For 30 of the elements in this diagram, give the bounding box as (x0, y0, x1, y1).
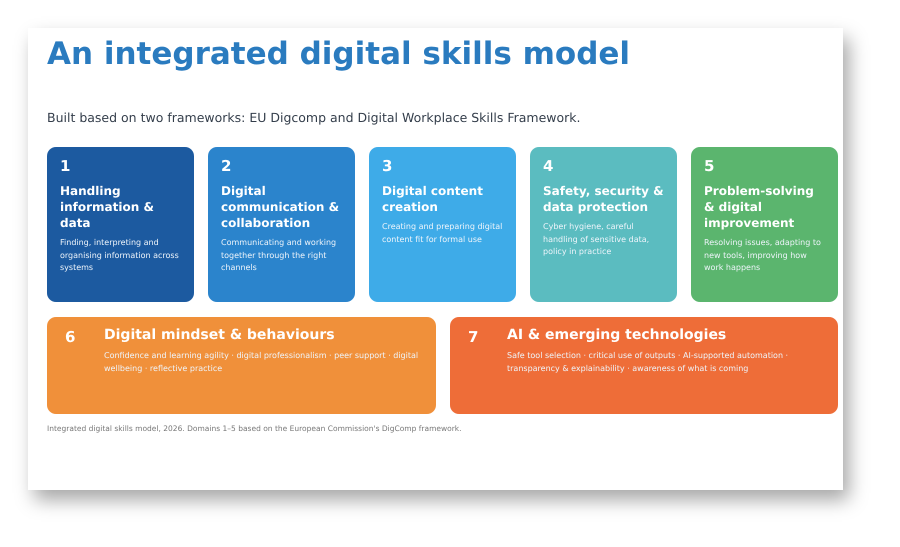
slide-title: An integrated digital skills model (47, 36, 630, 72)
domain-description: Finding, interpreting and organising information across systems (60, 237, 180, 274)
domain-number: 7 (468, 328, 478, 346)
domain-number: 6 (65, 328, 76, 346)
domain-number: 5 (704, 157, 714, 175)
domain-heading: Digital content creation (382, 183, 484, 215)
domain-heading: Safety, security & data protection (543, 183, 665, 215)
domain-card (369, 147, 516, 302)
domain-heading: Digital mindset & behaviours (104, 326, 336, 344)
domain-heading: Problem-solving & digital improvement (704, 183, 815, 231)
domain-number: 2 (221, 157, 232, 175)
domain-card (47, 317, 436, 414)
subtitle: Built based on two frameworks: EU Digcomp and Digital Workplace Skills Framework. (47, 110, 580, 125)
domain-heading: Digital communication & collaboration (221, 183, 340, 231)
domain-description: Communicating and working together through the right channels (221, 237, 338, 274)
domain-description: Safe tool selection · critical use of outputs · AI-supported automation · transparency & explainability · awareness of what is coming (507, 350, 790, 375)
domain-number: 4 (543, 157, 554, 175)
domain-card (208, 147, 355, 302)
domain-heading: AI & emerging technologies (507, 326, 728, 344)
domain-card (691, 147, 838, 302)
domain-description: Confidence and learning agility · digital professionalism · peer support · digital wellbeing · reflective practice (104, 350, 420, 375)
domain-description: Creating and preparing digital content fit for formal use (382, 221, 504, 246)
domain-number: 1 (60, 157, 70, 175)
domain-number: 3 (382, 157, 392, 175)
domain-card (530, 147, 677, 302)
domain-heading: Handling information & data (60, 183, 155, 231)
domain-card (450, 317, 838, 414)
domain-description: Cyber hygiene, careful handling of sensitive data, policy in practice (543, 221, 650, 258)
domain-description: Resolving issues, adapting to new tools, improving how work happens (704, 237, 822, 274)
domain-card (47, 147, 194, 302)
